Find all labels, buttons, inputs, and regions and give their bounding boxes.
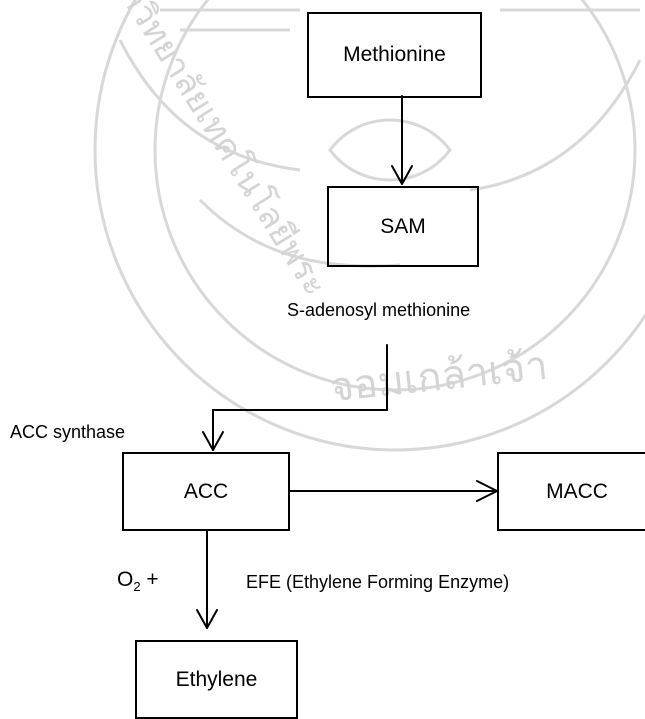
arrow-acc-to-ethylene-head: [196, 609, 218, 629]
node-acc-label: ACC: [183, 479, 229, 503]
node-acc: ACC: [122, 452, 290, 531]
node-macc: MACC: [497, 452, 645, 531]
label-sam-full-name: S-adenosyl methionine: [287, 300, 471, 320]
node-methionine: Methionine: [307, 12, 482, 98]
label-acc-synthase: ACC synthase: [10, 422, 126, 442]
node-sam-label: SAM: [380, 214, 426, 238]
node-methionine-label: Methionine: [343, 43, 446, 66]
label-efe-enzyme: EFE (Ethylene Forming Enzyme): [246, 572, 510, 592]
label-oxygen-plus: +: [140, 568, 159, 591]
node-ethylene: Ethylene: [135, 640, 298, 719]
node-ethylene-label: Ethylene: [175, 667, 258, 691]
label-oxygen-symbol: O: [117, 568, 134, 591]
node-sam: SAM: [327, 186, 479, 267]
label-oxygen-subscript: 2: [133, 579, 141, 595]
label-oxygen: O2 +: [117, 568, 159, 594]
node-macc-label: MACC: [546, 479, 608, 503]
